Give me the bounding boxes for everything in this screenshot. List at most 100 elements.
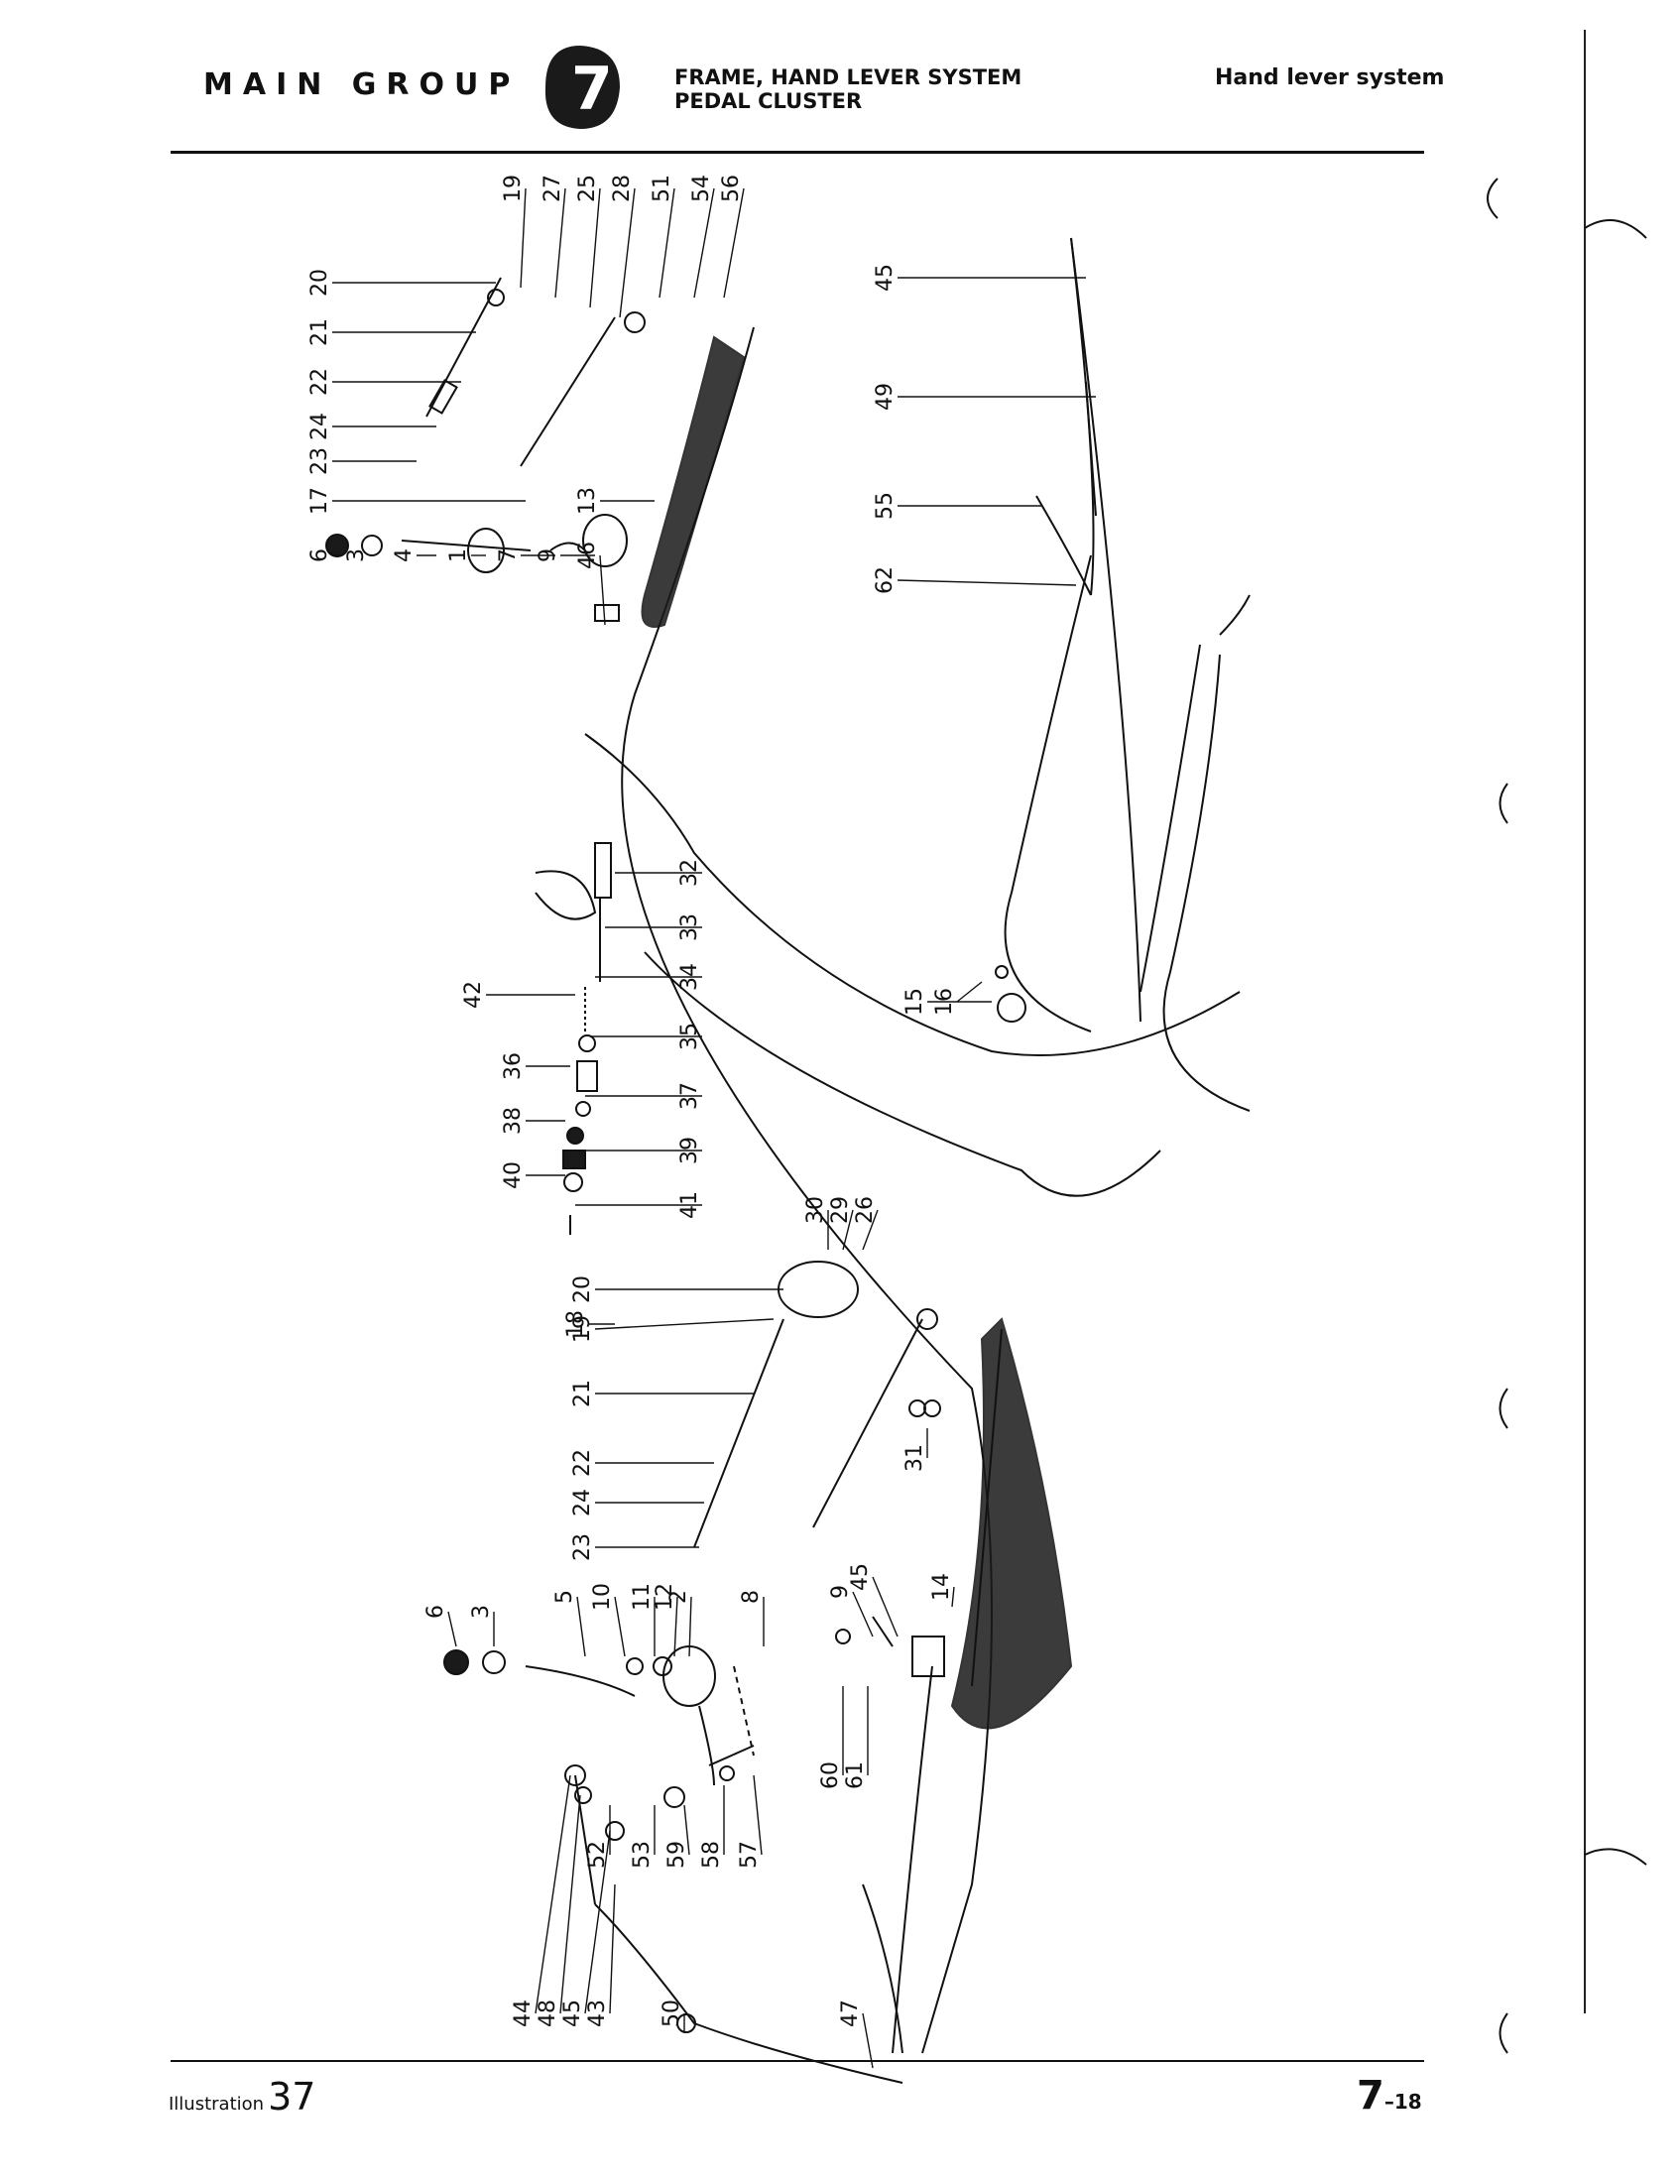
callout-label: 22 (307, 368, 332, 396)
callout-leader (554, 187, 566, 299)
page-main: 7 (1357, 2073, 1384, 2119)
callout-label: 4 (392, 548, 417, 562)
callout-label: 24 (570, 1489, 595, 1517)
callout-label: 24 (307, 413, 332, 440)
callout-label: 13 (575, 487, 600, 515)
callout-label: 27 (540, 175, 565, 202)
callout-leader (576, 1596, 586, 1657)
callout-leader (594, 1318, 775, 1330)
callout-label: 3 (344, 548, 369, 562)
callout-leader (589, 187, 601, 308)
callout-leader (897, 579, 1077, 586)
callout-label: 19 (501, 175, 526, 202)
callout-label: 56 (719, 175, 744, 202)
callout-label: 9 (536, 548, 560, 562)
callout-label: 21 (570, 1380, 595, 1407)
callout-label: 9 (828, 1585, 853, 1599)
page-title: FRAME, HAND LEVER SYSTEM PEDAL CLUSTER (674, 65, 1021, 113)
callout-label: 39 (677, 1137, 702, 1164)
callout-label: 19 (570, 1315, 595, 1343)
callout-label: 23 (570, 1533, 595, 1561)
page-number: 7–18 (1357, 2073, 1422, 2119)
right-cable-parts (995, 237, 1251, 1023)
callout-label: 22 (570, 1449, 595, 1477)
title-line-1: FRAME, HAND LEVER SYSTEM (674, 65, 1022, 89)
page-sub: 18 (1393, 2090, 1422, 2114)
callout-label: 18 (563, 1310, 588, 1338)
callout-label: 10 (590, 1583, 615, 1611)
callout-leader (619, 187, 636, 318)
callout-label: 58 (699, 1841, 724, 1869)
callout-label: 30 (803, 1196, 828, 1224)
footer-rule (171, 2060, 1424, 2062)
callout-label: 33 (677, 913, 702, 941)
callout-label: 47 (838, 2000, 863, 2027)
callout-label: 21 (307, 318, 332, 346)
callout-label: 61 (843, 1761, 868, 1789)
callout-leader (609, 1883, 616, 2014)
callout-leader (862, 2012, 874, 2069)
callout-label: 37 (677, 1082, 702, 1110)
callout-leader (852, 1591, 874, 1638)
callout-leader (872, 1576, 899, 1638)
callout-leader (447, 1611, 457, 1647)
callout-leader (520, 187, 527, 289)
callout-label: 62 (873, 566, 898, 594)
callout-label: 54 (689, 175, 714, 202)
callout-label: 35 (677, 1023, 702, 1050)
callout-label: 15 (902, 988, 927, 1016)
callout-label: 55 (873, 492, 898, 520)
linkage-parts (535, 842, 612, 1235)
callout-label: 60 (818, 1761, 843, 1789)
main-group-label: MAIN GROUP (203, 67, 521, 102)
callout-label: 41 (677, 1191, 702, 1219)
callout-label: 45 (873, 264, 898, 292)
callout-label: 3 (469, 1605, 494, 1619)
callout-label: 46 (575, 542, 600, 569)
callout-label: 32 (677, 859, 702, 887)
illustration-label: Illustration (169, 2094, 265, 2115)
callout-label: 31 (902, 1444, 927, 1472)
upper-hand-lever (325, 277, 746, 628)
lower-hand-lever (693, 1261, 1073, 1730)
section-title: Hand lever system (1215, 65, 1445, 90)
callout-label: 6 (423, 1605, 448, 1619)
callout-label: 14 (929, 1573, 954, 1601)
callout-leader (842, 1209, 854, 1251)
callout-label: 57 (737, 1841, 762, 1869)
callout-leader (951, 1586, 955, 1608)
header-rule (171, 151, 1424, 154)
callout-leader (723, 187, 745, 299)
callout-label: 8 (739, 1590, 764, 1604)
callout-label: 20 (570, 1275, 595, 1303)
callout-label: 12 (653, 1583, 677, 1611)
callout-label: 50 (660, 2000, 684, 2027)
callout-label: 36 (501, 1052, 526, 1080)
group-number-badge: 7 (544, 46, 620, 129)
callout-label: 28 (610, 175, 635, 202)
callout-leader (688, 1596, 692, 1657)
callout-label: 23 (307, 447, 332, 475)
callout-label: 16 (932, 988, 957, 1016)
callout-label: 1 (446, 548, 471, 562)
callout-label: 2 (666, 1590, 691, 1604)
callout-label: 6 (307, 548, 332, 562)
callout-label: 45 (560, 2000, 585, 2027)
callout-label: 59 (664, 1841, 689, 1869)
callout-leader (599, 554, 606, 626)
title-line-2: PEDAL CLUSTER (674, 89, 863, 113)
callout-label: 51 (650, 175, 674, 202)
callout-label: 34 (677, 963, 702, 991)
callout-label: 42 (461, 981, 486, 1009)
callout-leader (614, 1596, 626, 1657)
callout-label: 44 (511, 2000, 536, 2027)
illustration-number: 37 (268, 2075, 316, 2119)
callout-leader (693, 187, 715, 299)
callout-label: 17 (307, 487, 332, 515)
callout-label: 40 (501, 1161, 526, 1189)
callout-label: 26 (853, 1196, 878, 1224)
callout-label: 29 (828, 1196, 853, 1224)
